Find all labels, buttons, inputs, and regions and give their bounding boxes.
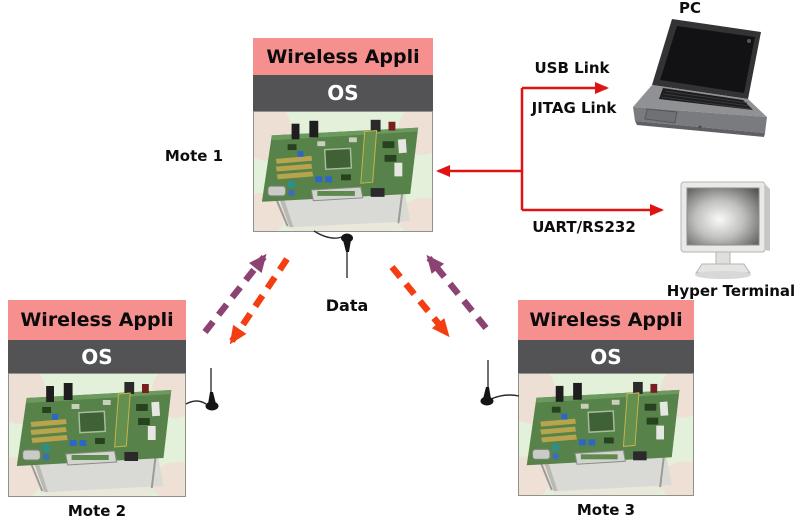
monitor-icon bbox=[680, 181, 775, 281]
mote1-to-mote3-arrow bbox=[389, 264, 450, 338]
hyper-terminal-caption: Hyper Terminal bbox=[666, 282, 796, 300]
mote-3-caption: Mote 3 bbox=[576, 501, 636, 519]
mote-3-wireless-appli-layer: Wireless Appli bbox=[518, 300, 694, 340]
mote-3-os-label: OS bbox=[590, 344, 622, 369]
mote-3-antenna-icon bbox=[480, 360, 520, 406]
mote-2-wireless-appli-layer: Wireless Appli bbox=[8, 300, 186, 340]
mote-1-os-layer: OS bbox=[253, 75, 433, 111]
pc-caption: PC bbox=[678, 0, 701, 17]
mote-1-antenna-icon bbox=[313, 230, 353, 278]
mote-3-block: Wireless Appli OS Mote 3 bbox=[518, 300, 694, 519]
mote-1-app-label: Wireless Appli bbox=[266, 45, 420, 68]
mote3-to-mote1-arrow bbox=[426, 254, 489, 331]
data-label: Data bbox=[325, 296, 369, 315]
uart-rs232-label: UART/RS232 bbox=[532, 218, 636, 236]
mote-2-block: Wireless Appli OS Mote 2 bbox=[8, 300, 186, 520]
mote-2-os-label: OS bbox=[81, 344, 113, 369]
mote1-to-mote2-arrow bbox=[229, 257, 290, 345]
mote-3-os-layer: OS bbox=[518, 340, 694, 373]
mote-1-wireless-appli-layer: Wireless Appli bbox=[253, 38, 433, 75]
mote2-to-mote1-arrow bbox=[202, 253, 267, 335]
circuit-board-icon bbox=[519, 374, 693, 495]
jtag-link-label: JITAG Link bbox=[531, 99, 617, 117]
mote-3-app-label: Wireless Appli bbox=[529, 309, 683, 331]
mote-1-board-image bbox=[253, 111, 433, 232]
laptop-icon bbox=[615, 17, 780, 149]
mote-1-block: Wireless Appli OS bbox=[253, 38, 433, 232]
usb-link-label: USB Link bbox=[534, 59, 610, 77]
mote-1-caption: Mote 1 bbox=[164, 147, 224, 165]
mote-2-os-layer: OS bbox=[8, 340, 186, 373]
mote-2-antenna-icon bbox=[185, 368, 219, 411]
mote-1-os-label: OS bbox=[327, 81, 359, 105]
mote-3-board-image bbox=[518, 373, 694, 496]
mote-2-board-image bbox=[8, 373, 186, 497]
mote-2-caption: Mote 2 bbox=[67, 502, 127, 520]
mote-2-app-label: Wireless Appli bbox=[20, 309, 174, 331]
circuit-board-icon bbox=[254, 112, 432, 231]
circuit-board-icon bbox=[9, 374, 185, 496]
